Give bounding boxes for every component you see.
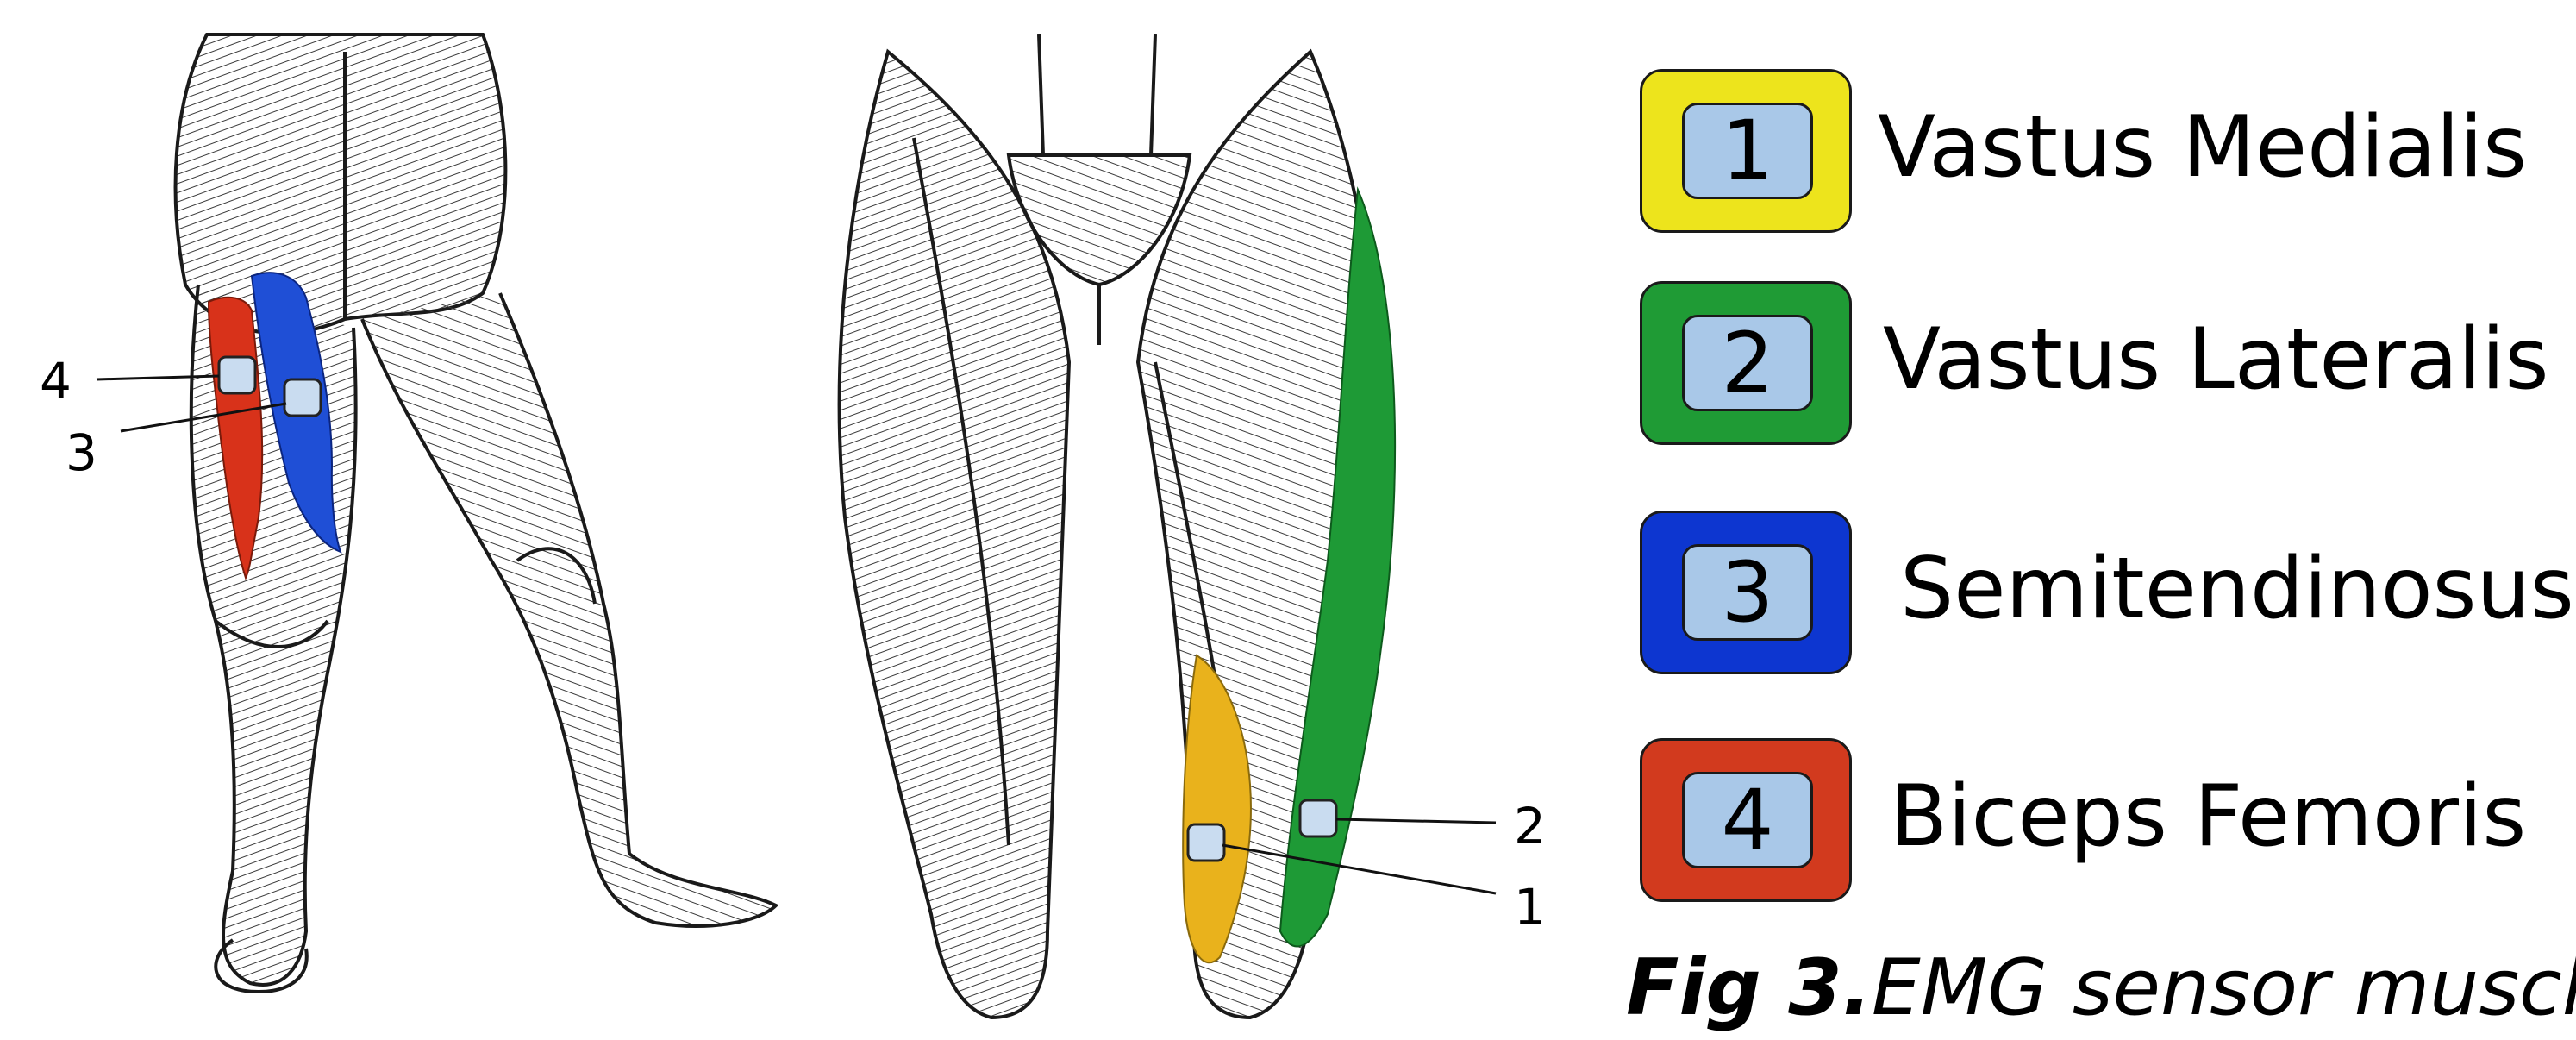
caption-text: EMG sensor muscle [1872,943,2576,1033]
caption-fig-number: Fig 3. [1626,943,1872,1033]
posterior-leg-view [176,34,776,992]
callout-label-2: 2 [1514,797,1546,855]
sensor-2-patch [1300,800,1336,836]
legend-item-vastus-lateralis: 2 Vastus Lateralis [1640,281,2571,445]
legend-item-biceps-femoris: 4 Biceps Femoris [1640,738,2571,902]
sensor-4-patch [219,357,255,393]
legend-number-3: 3 [1682,544,1813,641]
legend-swatch-1: 1 [1640,69,1852,233]
sensor-3-patch [284,379,321,416]
muscle-illustration: 4 3 2 1 [0,0,1621,1038]
legend-number-1: 1 [1682,103,1813,199]
callout-label-1: 1 [1514,878,1546,937]
legend-swatch-2: 2 [1640,281,1852,445]
callout-line-2 [1336,819,1496,823]
legend-swatch-4: 4 [1640,738,1852,902]
sensor-1-patch [1188,824,1224,861]
callout-label-4: 4 [40,352,72,410]
figure-caption: Fig 3.EMG sensor muscle [1626,937,2576,1040]
legend-label-3: Semitendinosus [1900,524,2574,654]
legend-label-4: Biceps Femoris [1890,752,2526,881]
legend-number-4: 4 [1682,772,1813,868]
legend-item-vastus-medialis: 1 Vastus Medialis [1640,69,2571,233]
legend-label-2: Vastus Lateralis [1883,295,2549,424]
callout-label-3: 3 [66,423,97,482]
legend-item-semitendinosus: 3 Semitendinosus [1640,511,2571,674]
legend-number-2: 2 [1682,315,1813,411]
legend-swatch-3: 3 [1640,511,1852,674]
legend-label-1: Vastus Medialis [1878,83,2527,212]
